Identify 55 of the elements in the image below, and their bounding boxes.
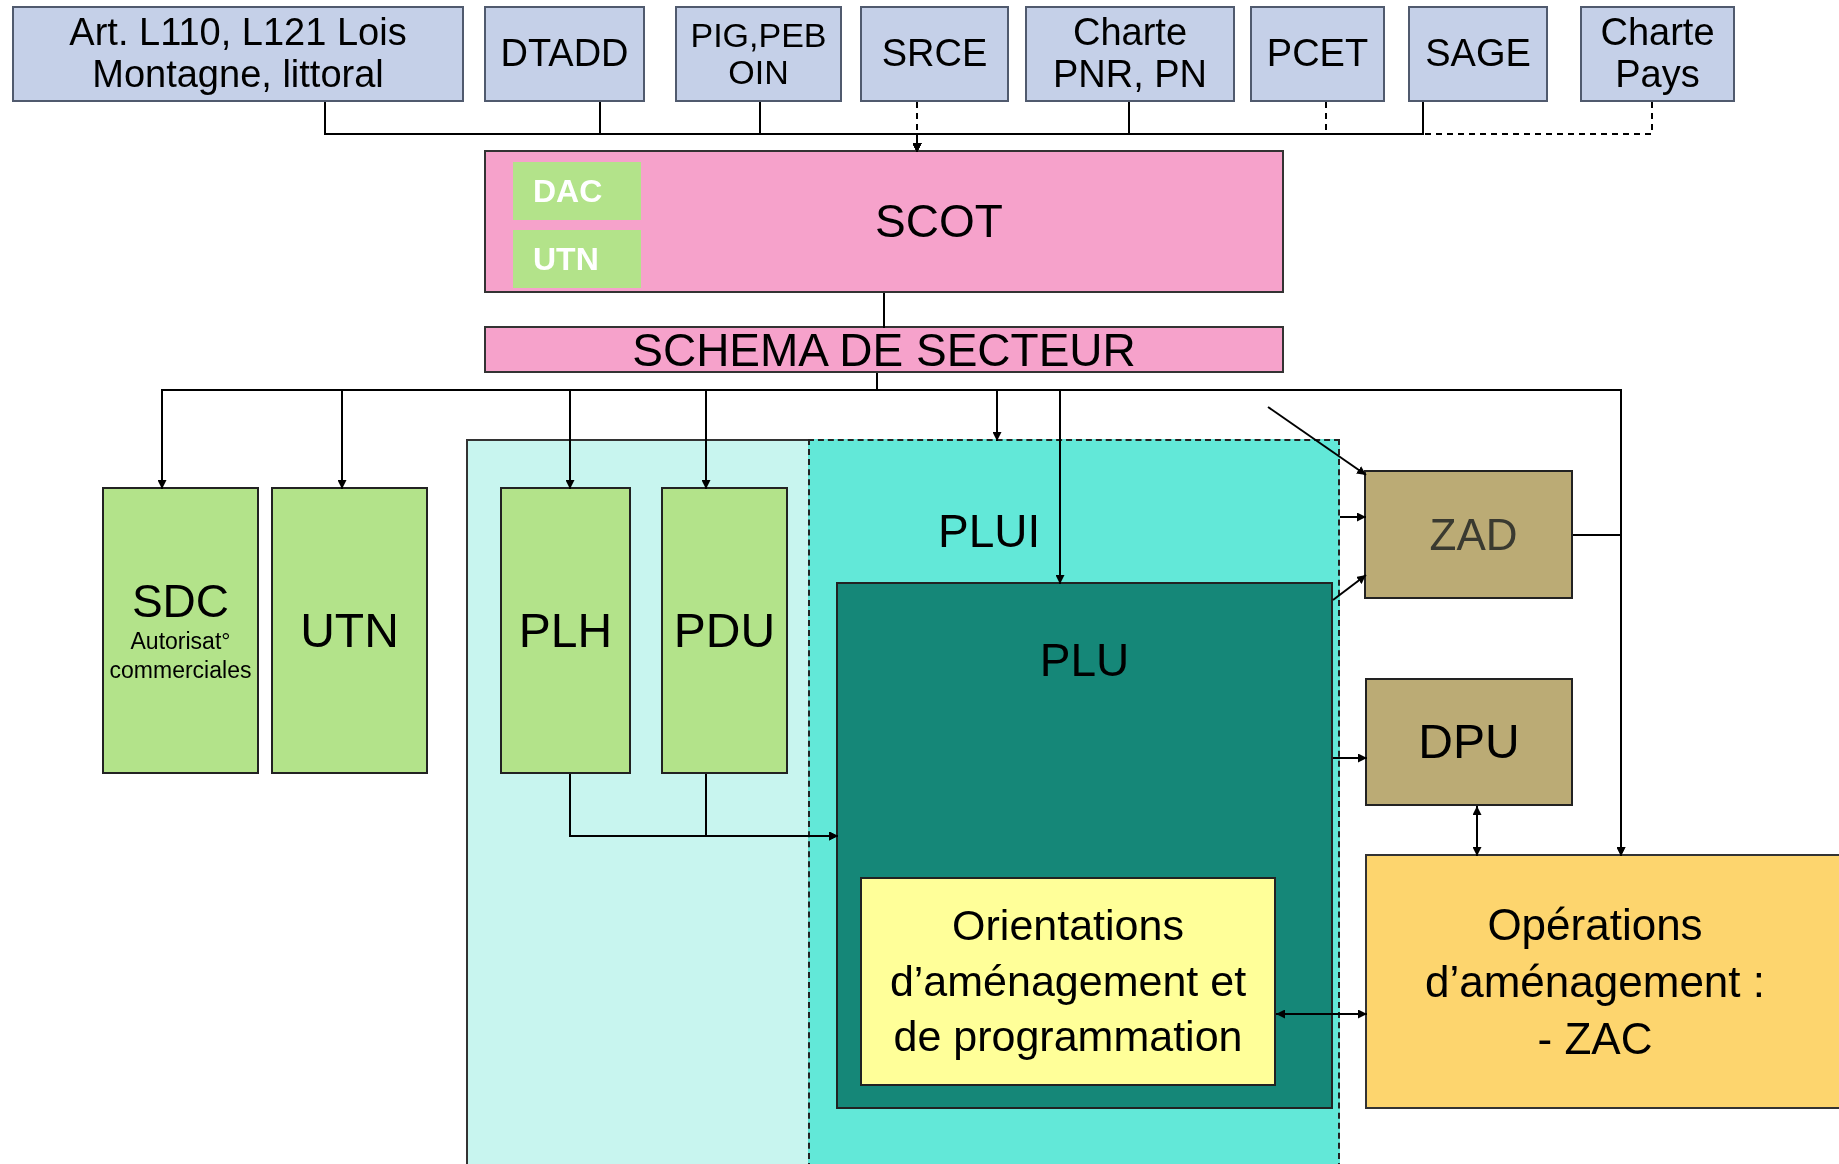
tool-box xyxy=(1364,470,1573,599)
connector-arrow xyxy=(1572,534,1626,857)
plan-bar xyxy=(484,326,1284,373)
box-label: PLH xyxy=(518,602,613,659)
box-label: PDU xyxy=(673,602,776,659)
zone-panel xyxy=(466,439,1340,1164)
connector-arrow xyxy=(1267,406,1367,476)
box-label: DPU xyxy=(1418,714,1520,770)
document-box xyxy=(1408,6,1548,102)
document-box xyxy=(12,6,464,102)
connector-arrow xyxy=(705,773,839,841)
document-box xyxy=(1580,6,1735,102)
sub-plan-box xyxy=(513,162,641,220)
plan-box xyxy=(271,487,428,774)
box-label: DTADD xyxy=(500,33,629,75)
box-label: SDC xyxy=(131,576,230,628)
document-box xyxy=(484,6,645,102)
box-label: Charte PNR, PN xyxy=(1051,12,1209,96)
tool-box xyxy=(1365,678,1573,806)
document-box xyxy=(675,6,842,102)
plan-box xyxy=(661,487,788,774)
box-label: SRCE xyxy=(881,33,988,75)
connector-arrow xyxy=(1339,512,1367,522)
box-label: Orientations d’aménagement et de programmation xyxy=(888,899,1248,1063)
box-label: Charte Pays xyxy=(1599,12,1716,96)
connector-arrow xyxy=(912,101,1653,153)
connector-arrow xyxy=(1275,1009,1368,1019)
document-box xyxy=(1025,6,1235,102)
document-box xyxy=(860,6,1009,102)
box-label: DAC xyxy=(533,172,603,211)
box-label: Autorisat° commerciales xyxy=(108,627,253,685)
plan-box xyxy=(836,582,1333,1109)
plan-box xyxy=(484,150,1284,293)
box-label: PCET xyxy=(1266,33,1369,75)
box-label: UTN xyxy=(533,240,599,279)
box-label: SCOT xyxy=(875,194,1003,249)
box-label: ZAD xyxy=(1429,508,1518,561)
box-label: SAGE xyxy=(1425,33,1531,75)
orientation-box xyxy=(860,877,1276,1086)
box-label: PIG,PEB OIN xyxy=(689,16,828,92)
box-label: - ZAC xyxy=(1537,1013,1653,1066)
operation-box xyxy=(1365,854,1839,1109)
box-label: SCHEMA DE SECTEUR xyxy=(632,326,1136,373)
box-label: Art. L110, L121 Lois Montagne, littoral xyxy=(68,12,408,96)
zone-panel xyxy=(808,439,1340,1164)
box-label: UTN xyxy=(300,602,399,659)
plan-box xyxy=(500,487,631,774)
connector-arrow xyxy=(1332,574,1367,601)
sub-plan-box xyxy=(513,230,641,288)
document-box xyxy=(1250,6,1385,102)
box-label: PLUI xyxy=(938,504,1042,559)
box-label: Opérations d’aménagement : xyxy=(1424,898,1766,1008)
plan-box xyxy=(102,487,259,774)
connector-arrow xyxy=(1472,805,1482,857)
connector-arrow xyxy=(1332,753,1368,763)
